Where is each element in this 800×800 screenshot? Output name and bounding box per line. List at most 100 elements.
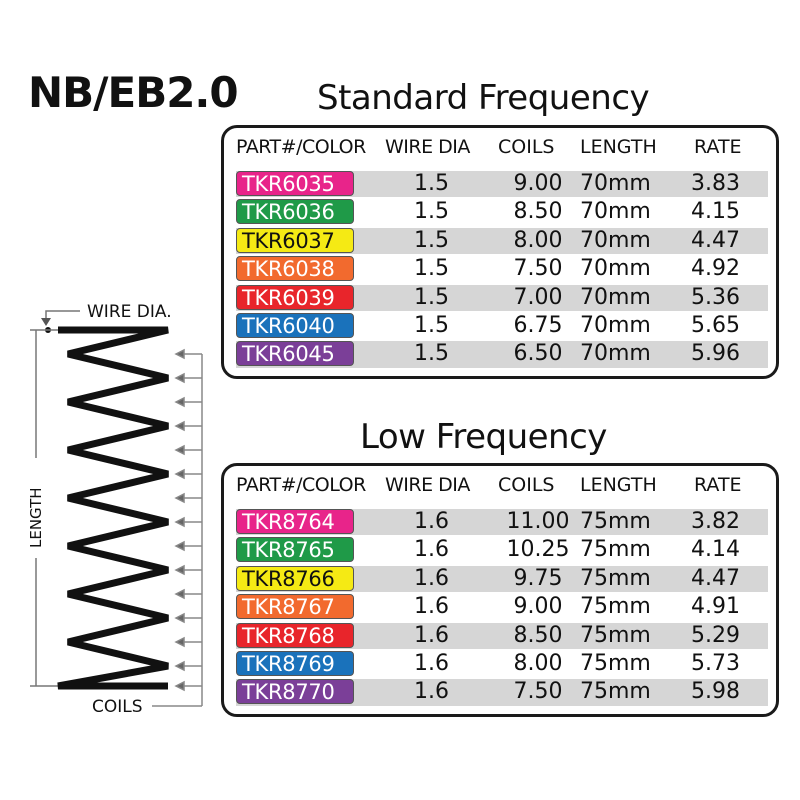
part-color-chip: TKR6035 bbox=[236, 171, 354, 196]
wire-dia-value: 1.5 bbox=[414, 199, 449, 225]
part-color-chip: TKR6040 bbox=[236, 312, 354, 338]
coil-arrow-icon bbox=[174, 348, 185, 360]
header-coils: COILS bbox=[498, 136, 555, 158]
table-row: TKR8769 1.6 8.00 75mm 5.73 bbox=[236, 650, 768, 678]
part-color-chip: TKR6036 bbox=[236, 199, 354, 225]
header-part-color: PART#/COLOR bbox=[236, 136, 366, 158]
coils-value: 7.00 bbox=[513, 284, 563, 310]
part-color-chip: TKR6045 bbox=[236, 341, 354, 367]
coil-arrow-icon bbox=[174, 636, 185, 648]
header-length: LENGTH bbox=[580, 136, 657, 158]
wire-dia-label: WIRE DIA. bbox=[87, 302, 172, 322]
length-value: 75mm bbox=[580, 565, 651, 591]
coils-value: 6.75 bbox=[513, 312, 563, 338]
table-rows: TKR6035 1.5 9.00 70mm 3.83 TKR6036 1.5 8… bbox=[224, 170, 776, 369]
coils-value: 7.50 bbox=[513, 679, 563, 705]
table-row: TKR8767 1.6 9.00 75mm 4.91 bbox=[236, 593, 768, 621]
rate-value: 3.83 bbox=[691, 171, 740, 196]
table-row: TKR8765 1.6 10.25 75mm 4.14 bbox=[236, 536, 768, 564]
rate-value: 4.14 bbox=[691, 537, 740, 563]
rate-value: 4.92 bbox=[691, 256, 740, 282]
page-title: NB/EB2.0 bbox=[28, 68, 239, 117]
table-row: TKR6039 1.5 7.00 70mm 5.36 bbox=[236, 284, 768, 312]
table-header: PART#/COLOR WIRE DIA COILS LENGTH RATE bbox=[224, 136, 776, 168]
coil-arrow-icon bbox=[174, 468, 185, 480]
length-value: 75mm bbox=[580, 679, 651, 705]
coils-value: 9.75 bbox=[513, 565, 563, 591]
length-value: 70mm bbox=[580, 199, 651, 225]
rate-value: 4.47 bbox=[691, 565, 740, 591]
wire-dia-pointer-line bbox=[45, 310, 80, 322]
length-label: LENGTH bbox=[27, 487, 45, 548]
coil-arrow-icon bbox=[174, 420, 185, 432]
wire-dia-value: 1.6 bbox=[414, 537, 449, 563]
coil-arrow-icon bbox=[174, 588, 185, 600]
standard-frequency-table: PART#/COLOR WIRE DIA COILS LENGTH RATE T… bbox=[221, 125, 779, 379]
coil-arrow-icon bbox=[174, 516, 185, 528]
table-row: TKR6035 1.5 9.00 70mm 3.83 bbox=[236, 170, 768, 198]
length-value: 70mm bbox=[580, 284, 651, 310]
wire-dia-value: 1.6 bbox=[414, 565, 449, 591]
part-color-chip: TKR8768 bbox=[236, 622, 354, 648]
wire-dia-value: 1.5 bbox=[414, 171, 449, 196]
coil-arrow-icon bbox=[174, 396, 185, 408]
low-frequency-table: PART#/COLOR WIRE DIA COILS LENGTH RATE T… bbox=[221, 463, 779, 717]
coils-value: 8.00 bbox=[513, 650, 563, 676]
wire-dia-value: 1.6 bbox=[414, 509, 449, 534]
header-coils: COILS bbox=[498, 474, 555, 496]
table-row: TKR6038 1.5 7.50 70mm 4.92 bbox=[236, 255, 768, 283]
coils-value: 7.50 bbox=[513, 256, 563, 282]
rate-value: 3.82 bbox=[691, 509, 740, 534]
table-row: TKR6037 1.5 8.00 70mm 4.47 bbox=[236, 227, 768, 255]
wire-dia-value: 1.6 bbox=[414, 650, 449, 676]
wire-dia-value: 1.5 bbox=[414, 284, 449, 310]
table-row: TKR6040 1.5 6.75 70mm 5.65 bbox=[236, 312, 768, 340]
wire-dia-arrow-icon bbox=[41, 318, 51, 326]
coil-arrows bbox=[174, 348, 202, 692]
rate-value: 5.36 bbox=[691, 284, 740, 310]
standard-frequency-heading: Standard Frequency bbox=[317, 78, 650, 118]
coil-arrow-icon bbox=[174, 564, 185, 576]
length-value: 70mm bbox=[580, 312, 651, 338]
length-value: 75mm bbox=[580, 650, 651, 676]
part-color-chip: TKR8769 bbox=[236, 650, 354, 676]
table-row: TKR8770 1.6 7.50 75mm 5.98 bbox=[236, 678, 768, 706]
rate-value: 5.98 bbox=[691, 679, 740, 705]
coil-arrow-icon bbox=[174, 612, 185, 624]
length-value: 75mm bbox=[580, 509, 651, 534]
coils-value: 8.50 bbox=[513, 199, 563, 225]
rate-value: 5.65 bbox=[691, 312, 740, 338]
header-length: LENGTH bbox=[580, 474, 657, 496]
table-row: TKR6036 1.5 8.50 70mm 4.15 bbox=[236, 198, 768, 226]
length-value: 70mm bbox=[580, 256, 651, 282]
table-row: TKR8768 1.6 8.50 75mm 5.29 bbox=[236, 622, 768, 650]
part-color-chip: TKR8766 bbox=[236, 565, 354, 591]
wire-dia-value: 1.6 bbox=[414, 594, 449, 620]
coils-value: 8.50 bbox=[513, 622, 563, 648]
coils-value: 10.25 bbox=[506, 537, 570, 563]
rate-value: 4.47 bbox=[691, 227, 740, 253]
table-header: PART#/COLOR WIRE DIA COILS LENGTH RATE bbox=[224, 474, 776, 506]
coil-arrow-icon bbox=[174, 372, 185, 384]
header-rate: RATE bbox=[694, 136, 742, 158]
wire-dia-value: 1.5 bbox=[414, 341, 449, 367]
coil-arrow-icon bbox=[174, 444, 185, 456]
rate-value: 5.73 bbox=[691, 650, 740, 676]
wire-dia-value: 1.5 bbox=[414, 256, 449, 282]
part-color-chip: TKR6037 bbox=[236, 227, 354, 253]
rate-value: 5.29 bbox=[691, 622, 740, 648]
coils-value: 9.00 bbox=[513, 594, 563, 620]
header-part-color: PART#/COLOR bbox=[236, 474, 366, 496]
wire-dia-value: 1.6 bbox=[414, 679, 449, 705]
wire-dia-value: 1.5 bbox=[414, 312, 449, 338]
rate-value: 4.91 bbox=[691, 594, 740, 620]
rate-value: 5.96 bbox=[691, 341, 740, 367]
length-value: 75mm bbox=[580, 594, 651, 620]
coil-arrow-icon bbox=[174, 540, 185, 552]
wire-dia-value: 1.5 bbox=[414, 227, 449, 253]
part-color-chip: TKR6039 bbox=[236, 284, 354, 310]
table-rows: TKR8764 1.6 11.00 75mm 3.82 TKR8765 1.6 … bbox=[224, 508, 776, 707]
coils-value: 8.00 bbox=[513, 227, 563, 253]
table-row: TKR8766 1.6 9.75 75mm 4.47 bbox=[236, 565, 768, 593]
